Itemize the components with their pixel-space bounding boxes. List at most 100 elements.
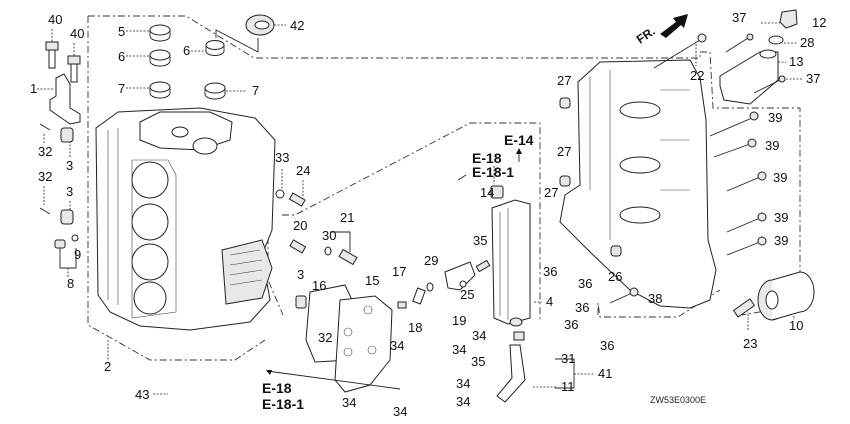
seal-7a	[149, 81, 171, 93]
callout-25: 25	[460, 287, 474, 302]
callout-39: 39	[773, 170, 787, 185]
front-direction-marker: FR.	[634, 14, 688, 46]
callout-23: 23	[743, 336, 757, 351]
callout-34: 34	[342, 395, 356, 410]
callout-27: 27	[544, 185, 558, 200]
callout-2: 2	[104, 359, 111, 374]
leader-lines	[37, 22, 802, 395]
callout-34: 34	[452, 342, 466, 357]
callout-34: 34	[390, 338, 404, 353]
crankcase-bottom-outline	[597, 289, 721, 318]
callout-41: 41	[598, 366, 612, 381]
ref-e18-top: E-18	[472, 150, 502, 166]
callout-6: 6	[183, 43, 190, 58]
callout-32: 32	[38, 169, 52, 184]
callout-36: 36	[600, 338, 614, 353]
callout-37: 37	[732, 10, 746, 25]
callout-34: 34	[472, 328, 486, 343]
callout-1: 1	[30, 81, 37, 96]
callout-39: 39	[768, 110, 782, 125]
callout-28: 28	[800, 35, 814, 50]
callout-9: 9	[74, 247, 81, 262]
callout-27: 27	[557, 144, 571, 159]
callout-36: 36	[564, 317, 578, 332]
left-small-parts	[39, 41, 81, 249]
ref-e14: E-14	[504, 132, 534, 148]
callout-10: 10	[789, 318, 803, 333]
bracket-1	[49, 73, 81, 125]
callout-3: 3	[297, 267, 304, 282]
ref-e18-1-bottom: E-18-1	[262, 396, 304, 412]
callout-39: 39	[774, 233, 788, 248]
cover-15	[334, 295, 393, 393]
drawing-code: ZW53E0300E	[650, 395, 706, 405]
callout-34: 34	[456, 394, 470, 409]
callout-22: 22	[690, 68, 704, 83]
callout-11: 11	[561, 379, 575, 394]
oil-filler	[719, 9, 798, 105]
callout-20: 20	[293, 218, 307, 233]
callout-7: 7	[118, 81, 125, 96]
callout-43: 43	[135, 387, 149, 402]
callout-39: 39	[765, 138, 779, 153]
callout-38: 38	[648, 291, 662, 306]
callout-24: 24	[296, 163, 310, 178]
oil-filler-cap-12	[779, 9, 798, 29]
long-bolts	[609, 33, 767, 304]
callout-8: 8	[67, 276, 74, 291]
callout-35: 35	[471, 354, 485, 369]
water-jacket-cover	[490, 185, 531, 403]
callout-36: 36	[575, 300, 589, 315]
callout-13: 13	[789, 54, 803, 69]
hose-11	[496, 344, 526, 403]
cylinder-block-outline	[88, 15, 701, 59]
callout-40: 40	[70, 26, 84, 41]
callout-32: 32	[318, 330, 332, 345]
thermostat-14	[490, 185, 504, 199]
reference-labels: E-14 E-18 E-18-1 E-18 E-18-1	[262, 132, 534, 412]
callout-35: 35	[473, 233, 487, 248]
callout-34: 34	[456, 376, 470, 391]
callout-32: 32	[38, 144, 52, 159]
callout-7: 7	[252, 83, 259, 98]
seal-6a	[149, 49, 171, 61]
seals	[149, 14, 275, 100]
callout-3: 3	[66, 184, 73, 199]
callout-6: 6	[118, 49, 125, 64]
callout-21: 21	[340, 210, 354, 225]
collar-3b	[60, 209, 74, 225]
callout-40: 40	[48, 12, 62, 27]
cylinder-block-outline-left	[87, 16, 266, 361]
crankcase-outline	[700, 51, 801, 316]
callout-5: 5	[118, 24, 125, 39]
callout-27: 27	[557, 73, 571, 88]
callout-4: 4	[546, 294, 553, 309]
callout-15: 15	[365, 273, 379, 288]
seal-5	[149, 24, 171, 36]
exhaust-cover-outline	[282, 122, 541, 320]
callout-19: 19	[452, 313, 466, 328]
cylinder-block	[95, 107, 276, 331]
callout-36: 36	[578, 276, 592, 291]
ref-e18-1-top: E-18-1	[472, 164, 514, 180]
callout-42: 42	[290, 18, 304, 33]
o-ring-28	[768, 35, 784, 45]
seal-7b	[204, 82, 226, 94]
arrow-right-icon	[660, 14, 688, 38]
callout-34: 34	[393, 404, 407, 419]
callout-33: 33	[275, 150, 289, 165]
callout-31: 31	[561, 351, 575, 366]
filler-neck-13	[719, 51, 779, 105]
center-parts	[275, 189, 491, 393]
cover-4	[491, 199, 531, 325]
crankcase	[559, 59, 717, 309]
callout-17: 17	[392, 264, 406, 279]
callout-12: 12	[812, 15, 826, 30]
callout-36: 36	[543, 264, 557, 279]
callout-26: 26	[608, 269, 622, 284]
callout-37: 37	[806, 71, 820, 86]
ref-e18-bottom: E-18	[262, 380, 292, 396]
callout-14: 14	[480, 185, 494, 200]
